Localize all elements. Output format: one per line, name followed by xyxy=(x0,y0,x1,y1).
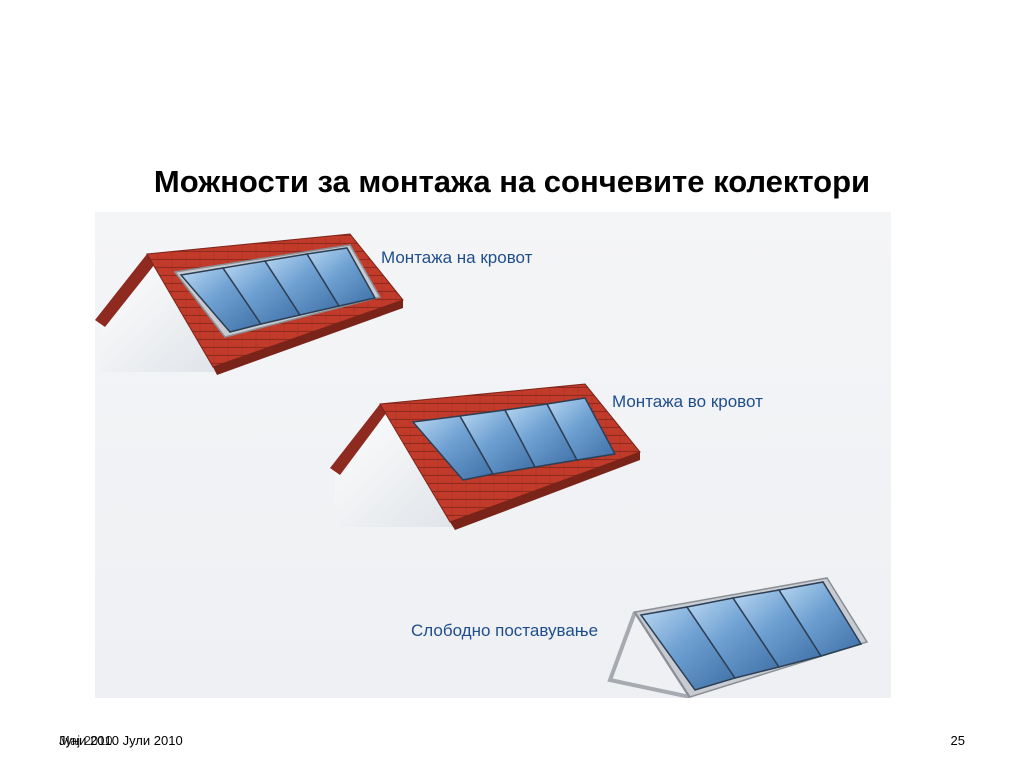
house-on-roof xyxy=(95,233,404,375)
house-in-roof xyxy=(330,383,641,530)
slide-title: Можности за монтажа на сончевите колекто… xyxy=(153,164,871,199)
mounting-options-illustration xyxy=(95,212,891,698)
footer-date-overlay: Јуни 2010 Јули 2010 xyxy=(59,733,183,748)
free-standing-rack xyxy=(607,577,869,698)
footer-date: Мај 2010 xyxy=(59,733,113,748)
label-in-roof-mounting: Монтажа во кровот xyxy=(612,392,763,411)
page-number: 25 xyxy=(950,733,965,748)
label-on-roof-mounting: Монтажа на кровот xyxy=(381,248,533,267)
label-free-standing: Слободно поставување xyxy=(411,621,599,640)
